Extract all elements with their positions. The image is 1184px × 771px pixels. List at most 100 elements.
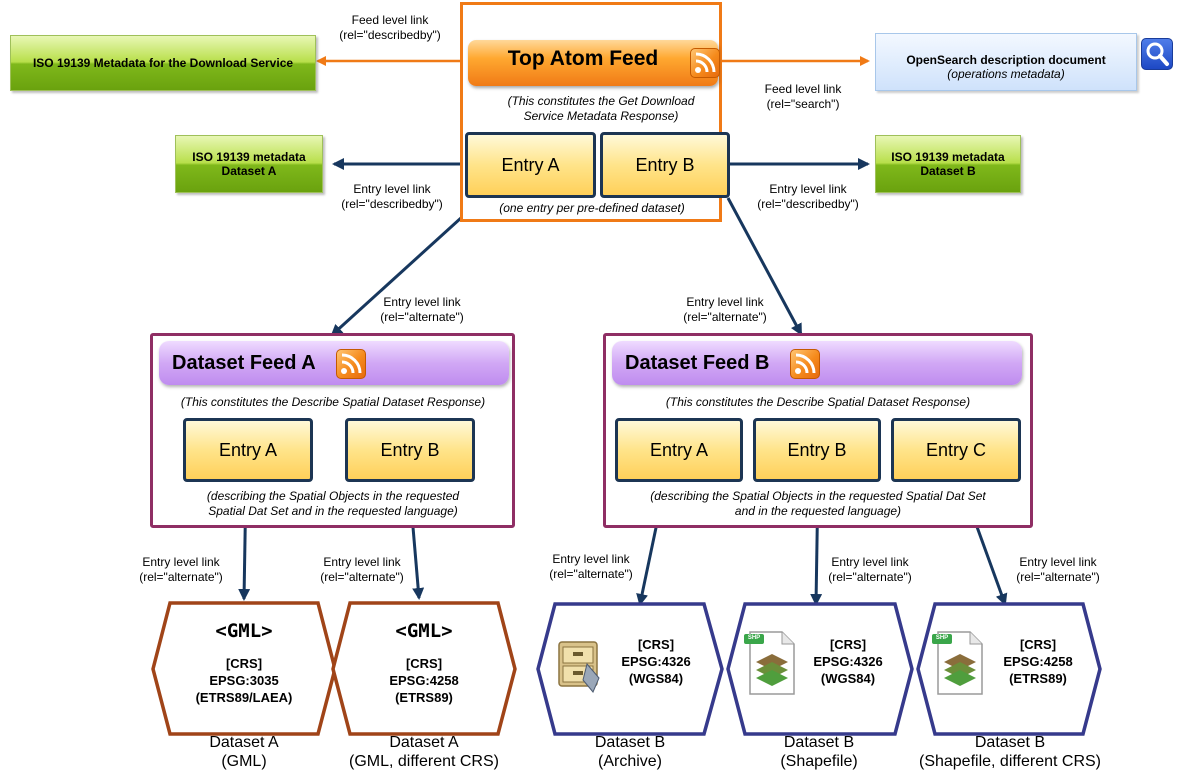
description-line2: Spatial Dat Set and in the requested lan…: [208, 504, 458, 518]
link-type: Entry level link: [831, 555, 909, 569]
crs-system: (ETRS89): [395, 690, 453, 705]
download-caption: Dataset B (Archive): [540, 733, 720, 771]
link-type: Entry level link: [552, 552, 630, 566]
service-metadata-box[interactable]: ISO 19139 Metadata for the Download Serv…: [10, 35, 316, 91]
crs-system: (ETRS89/LAEA): [195, 690, 293, 705]
download-4-crs[interactable]: [CRS] EPSG:4326 (WGS84): [800, 636, 896, 687]
download-caption: Dataset A (GML): [154, 733, 334, 771]
dataset-feed-a-note: (This constitutes the Describe Spatial D…: [180, 395, 486, 409]
opensearch-title: OpenSearch description document: [906, 53, 1106, 67]
link-rel: (rel="describedby"): [757, 197, 859, 211]
epsg-code: EPSG:4326: [813, 654, 883, 669]
link-type: Entry level link: [769, 182, 847, 196]
download-hexagon-1: [151, 601, 337, 736]
rss-icon: [690, 48, 720, 78]
feed-b-entry-c[interactable]: Entry C: [891, 418, 1021, 482]
caption-format: (Shapefile): [780, 753, 858, 770]
dataset-b-metadata-line2: Dataset B: [920, 164, 976, 178]
shapefile-badge: SHP: [935, 635, 949, 641]
caption-dataset: Dataset A: [209, 734, 279, 751]
download-link-label: Entry level link (rel="alternate"): [815, 555, 925, 585]
description-line1: (describing the Spatial Objects in the r…: [206, 489, 460, 503]
link-rel: (rel="search"): [766, 97, 840, 111]
top-entry-b[interactable]: Entry B: [600, 132, 730, 198]
rss-icon: [336, 349, 366, 379]
link-type: Entry level link: [1019, 555, 1097, 569]
opensearch-subtitle: (operations metadata): [947, 67, 1065, 81]
archive-icon: [553, 636, 607, 694]
caption-dataset: Dataset B: [594, 734, 666, 751]
search-icon: [1141, 38, 1173, 70]
dataset-feed-a-title-bar: [159, 341, 509, 385]
link-rel: (rel="alternate"): [380, 310, 464, 324]
link-rel: (rel="alternate"): [828, 570, 912, 584]
crs-label: [CRS]: [225, 656, 263, 671]
top-entry-a[interactable]: Entry A: [465, 132, 596, 198]
download-link-label: Entry level link (rel="alternate"): [1003, 555, 1113, 585]
crs-system: (WGS84): [820, 671, 876, 686]
top-entries-note: (one entry per pre-defined dataset): [499, 201, 685, 215]
shapefile-badge: SHP: [747, 635, 761, 641]
download-link-label: Entry level link (rel="alternate"): [536, 552, 646, 582]
link-rel: (rel="describedby"): [341, 197, 443, 211]
link-rel: (rel="alternate"): [139, 570, 223, 584]
crs-label: [CRS]: [829, 637, 867, 652]
epsg-code: EPSG:4326: [621, 654, 691, 669]
crs-label: [CRS]: [637, 637, 675, 652]
link-type: Entry level link: [383, 295, 461, 309]
link-rel: (rel="alternate"): [1016, 570, 1100, 584]
epsg-code: EPSG:3035: [209, 673, 279, 688]
download-caption: Dataset B (Shapefile, different CRS): [892, 733, 1128, 771]
dataset-feed-a-description: (describing the Spatial Objects in the r…: [153, 489, 513, 519]
shapefile-icon: [742, 628, 802, 698]
opensearch-box[interactable]: OpenSearch description document (operati…: [875, 33, 1137, 91]
link-type: Feed level link: [351, 13, 429, 27]
download-caption: Dataset B (Shapefile): [729, 733, 909, 771]
link-rel: (rel="describedby"): [339, 28, 441, 42]
download-1-crs[interactable]: [CRS] EPSG:3035 (ETRS89/LAEA): [164, 655, 324, 706]
caption-format: (Shapefile, different CRS): [918, 753, 1101, 770]
download-5-crs[interactable]: [CRS] EPSG:4258 (ETRS89): [990, 636, 1086, 687]
link-type: Entry level link: [353, 182, 431, 196]
caption-dataset: Dataset B: [974, 734, 1046, 751]
dataset-a-metadata-line2: Dataset A: [221, 164, 277, 178]
description-line2: and in the requested language): [734, 504, 902, 518]
feed-a-entry-a[interactable]: Entry A: [183, 418, 313, 482]
download-link-label: Entry level link (rel="alternate"): [126, 555, 236, 585]
link-label-to-feed-a: Entry level link (rel="alternate"): [352, 295, 492, 325]
download-caption: Dataset A (GML, different CRS): [319, 733, 529, 771]
dataset-b-metadata-line1: ISO 19139 metadata: [891, 150, 1005, 164]
top-atom-feed-title: Top Atom Feed: [507, 47, 659, 70]
dataset-a-metadata-line1: ISO 19139 metadata: [192, 150, 306, 164]
download-2-crs[interactable]: [CRS] EPSG:4258 (ETRS89): [344, 655, 504, 706]
feed-a-entry-b[interactable]: Entry B: [345, 418, 475, 482]
download-3-crs[interactable]: [CRS] EPSG:4326 (WGS84): [608, 636, 704, 687]
link-rel: (rel="alternate"): [683, 310, 767, 324]
arrow-entry-b-to-dataset-feed-b: [726, 197, 803, 336]
shapefile-icon: [930, 628, 990, 698]
dataset-a-metadata-link-label: Entry level link (rel="describedby"): [322, 182, 462, 212]
dataset-b-metadata-box[interactable]: ISO 19139 metadata Dataset B: [875, 135, 1021, 193]
service-metadata-link-label: Feed level link (rel="describedby"): [320, 13, 460, 43]
gml-tag: <GML>: [395, 620, 453, 642]
download-hexagon-3: [536, 602, 724, 736]
caption-format: (Archive): [597, 753, 662, 770]
dataset-a-metadata-box[interactable]: ISO 19139 metadata Dataset A: [175, 135, 323, 193]
link-rel: (rel="alternate"): [549, 567, 633, 581]
feed-b-entry-b[interactable]: Entry B: [753, 418, 881, 482]
link-label-to-feed-b: Entry level link (rel="alternate"): [655, 295, 795, 325]
link-type: Feed level link: [764, 82, 842, 96]
dataset-feed-a-title: Dataset Feed A: [172, 352, 316, 374]
dataset-feed-b-description: (describing the Spatial Objects in the r…: [606, 489, 1030, 519]
feed-b-entry-a[interactable]: Entry A: [615, 418, 743, 482]
crs-system: (ETRS89): [1009, 671, 1067, 686]
dataset-feed-b-title: Dataset Feed B: [625, 352, 770, 374]
gml-tag: <GML>: [215, 620, 273, 642]
caption-format: (GML): [221, 753, 267, 770]
dataset-b-metadata-link-label: Entry level link (rel="describedby"): [738, 182, 878, 212]
crs-system: (WGS84): [628, 671, 684, 686]
crs-label: [CRS]: [405, 656, 443, 671]
epsg-code: EPSG:4258: [1003, 654, 1073, 669]
description-line1: (describing the Spatial Objects in the r…: [650, 489, 986, 503]
